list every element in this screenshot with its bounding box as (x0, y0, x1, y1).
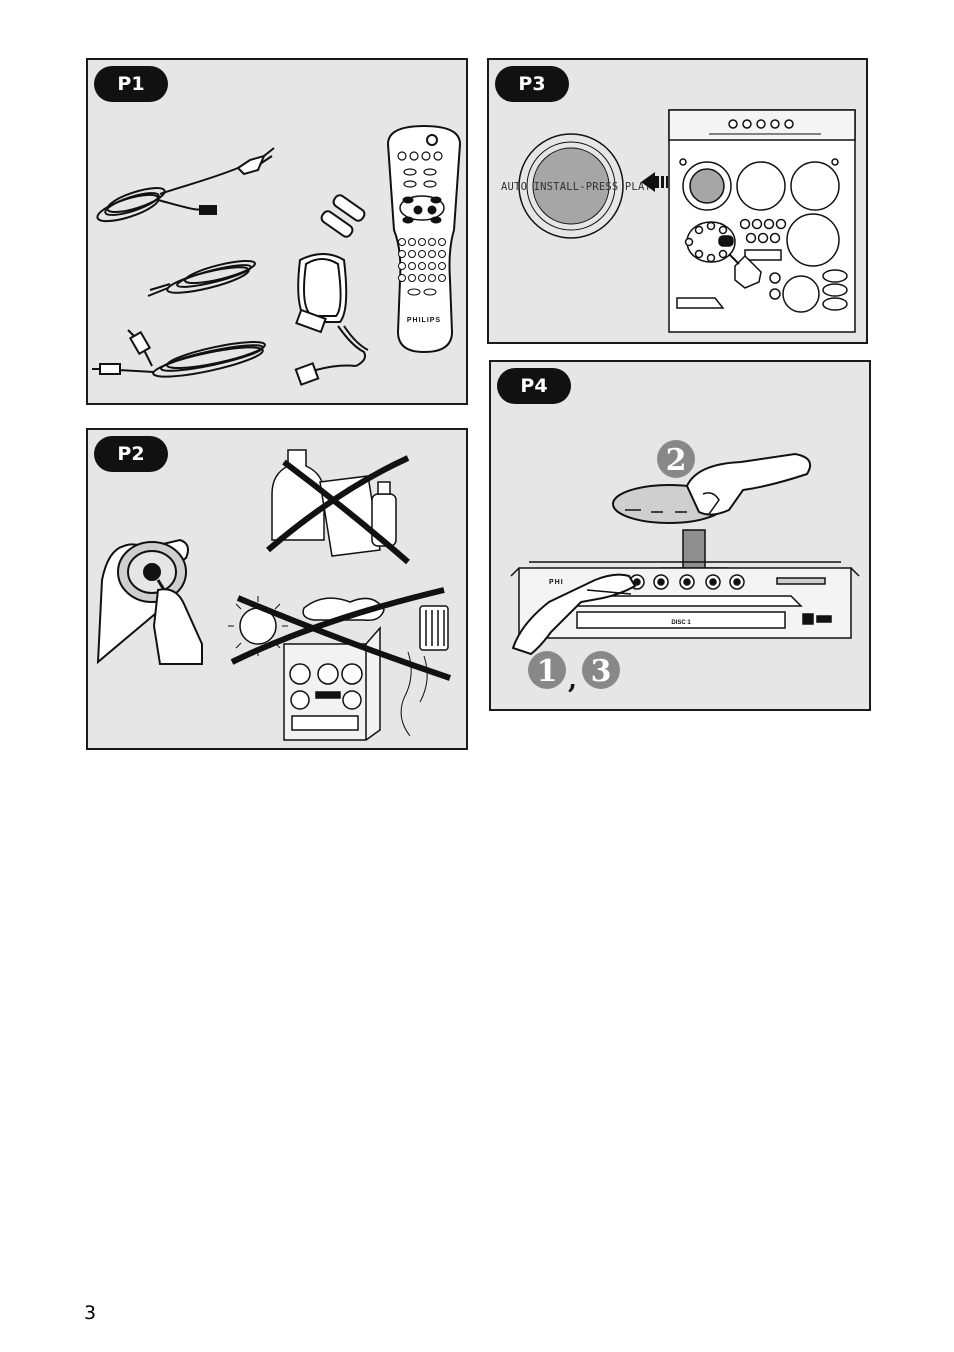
display-magnifier-icon: AUTO INSTALL-PRESS PLAY (501, 133, 651, 239)
power-cord-icon (96, 147, 275, 223)
no-heat-icon (228, 587, 451, 741)
speaker-wire-icon (147, 259, 256, 297)
batteries-icon (320, 194, 366, 238)
display-text: AUTO INSTALL-PRESS PLAY (501, 181, 651, 193)
panel-label-p2: P2 (94, 436, 168, 472)
panel-p3: P3 AUTO INSTALL-PRESS PLAY (487, 58, 868, 344)
panel-label-p1: P1 (94, 66, 168, 102)
page-number: 3 (84, 1302, 97, 1324)
pressing-hand-icon (511, 573, 637, 656)
step-three-marker (582, 651, 620, 689)
accessories-illustration: PHILIPS (92, 124, 462, 386)
unit-brand-text: PHI (549, 579, 564, 586)
remote-brand-text: PHILIPS (407, 317, 441, 324)
am-antenna-icon (294, 253, 369, 386)
step-one-label: 1 (537, 654, 558, 689)
cd-changer-unit-icon: PHI DISC 1 (510, 561, 860, 639)
step-one-marker (528, 651, 566, 689)
panel-p1: P1 (86, 58, 468, 405)
panel-p2: P2 (86, 428, 468, 750)
tray-label-text: DISC 1 (671, 620, 691, 626)
step-two-label: 2 (666, 443, 687, 478)
step-two-marker (657, 440, 695, 478)
maintenance-illustration (96, 449, 451, 741)
disc-loading-illustration: 2 PHI DISC 1 (510, 440, 860, 695)
disc-in-hand-icon (612, 452, 811, 524)
hifi-unit-icon (668, 109, 856, 333)
no-solvents-icon (266, 449, 410, 565)
panel-p4: P4 2 PHI DISC 1 (489, 360, 871, 711)
panel-label-p3: P3 (495, 66, 569, 102)
disc-cleaning-hand-icon (96, 538, 203, 665)
cinch-cable-icon (92, 329, 266, 378)
step-three-label: 3 (591, 654, 612, 689)
remote-control-icon: PHILIPS (386, 124, 462, 354)
auto-install-illustration: AUTO INSTALL-PRESS PLAY (501, 109, 856, 333)
panel-label-p4: P4 (497, 368, 571, 404)
step-separator: , (568, 665, 577, 695)
